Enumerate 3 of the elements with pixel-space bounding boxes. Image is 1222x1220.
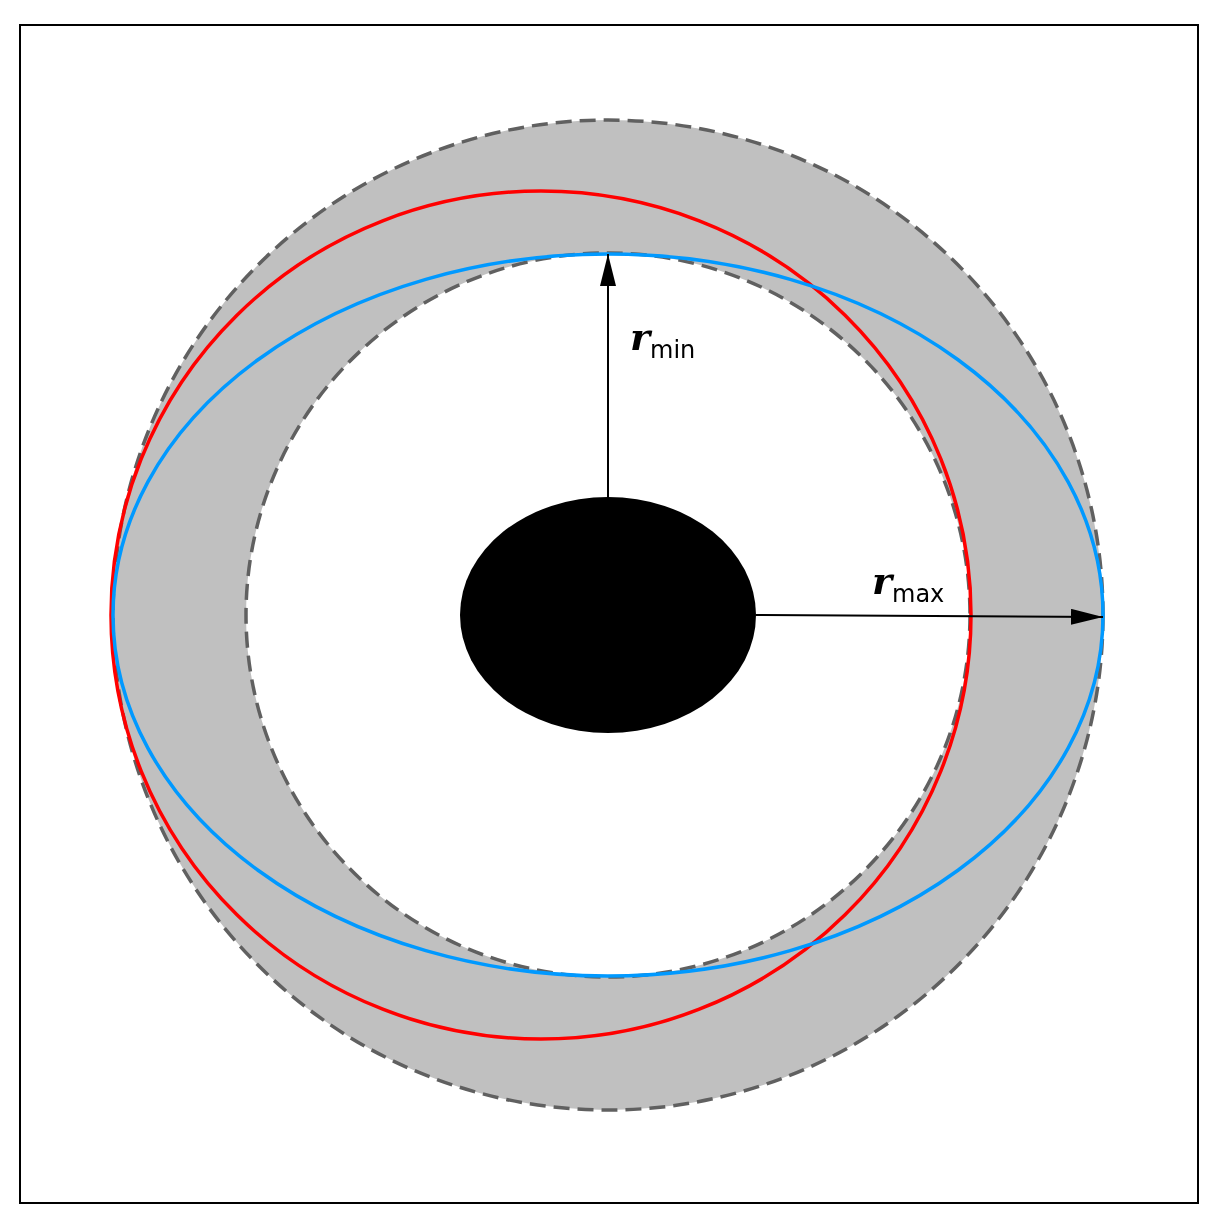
central-body xyxy=(460,497,756,733)
radius-label: r$_{max}$ xyxy=(872,560,945,608)
radius-label: r$_{min}$ xyxy=(630,316,696,364)
